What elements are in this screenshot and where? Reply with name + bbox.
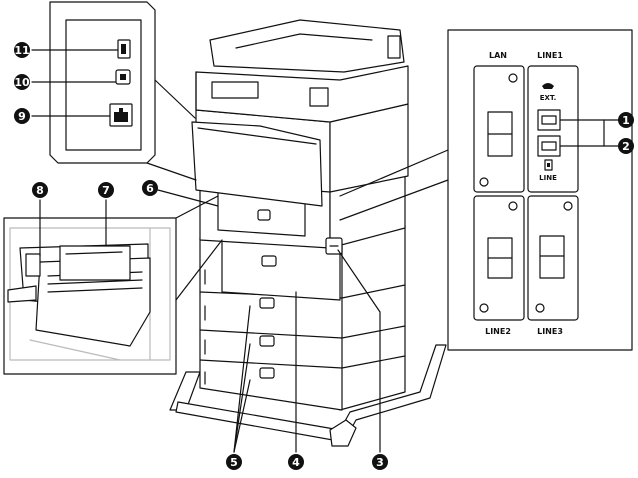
svg-text:1: 1 bbox=[622, 114, 630, 127]
output-tray-door bbox=[191, 121, 323, 207]
callout-8: 8 bbox=[32, 182, 48, 198]
svg-text:2: 2 bbox=[622, 140, 630, 153]
callout-7: 7 bbox=[98, 182, 114, 198]
line3-label: LINE3 bbox=[537, 327, 563, 336]
callout-4: 4 bbox=[288, 454, 304, 470]
callout-3: 3 bbox=[372, 454, 388, 470]
tray-handle bbox=[259, 297, 275, 309]
svg-text:7: 7 bbox=[102, 184, 110, 197]
telephone-icon bbox=[542, 83, 554, 89]
cover-inset bbox=[3, 195, 223, 375]
callout-2: 2 bbox=[618, 138, 634, 154]
cover-latch bbox=[25, 253, 41, 277]
maintenance-box bbox=[59, 245, 131, 281]
line-label: LINE bbox=[539, 174, 557, 182]
tray-handle bbox=[259, 367, 275, 379]
svg-text:11: 11 bbox=[14, 44, 29, 57]
callout-11: 11 bbox=[14, 42, 30, 58]
usb-a-port-icon bbox=[117, 39, 131, 59]
svg-text:9: 9 bbox=[18, 110, 26, 123]
paper-cassette-4 bbox=[221, 239, 341, 301]
svg-text:4: 4 bbox=[292, 456, 300, 469]
callout-9: 9 bbox=[14, 108, 30, 124]
svg-text:8: 8 bbox=[36, 184, 44, 197]
ext-label: EXT. bbox=[540, 94, 557, 102]
printer bbox=[169, 19, 447, 447]
callout-6: 6 bbox=[142, 180, 158, 196]
callout-10: 10 bbox=[14, 74, 30, 90]
line2-label: LINE2 bbox=[485, 327, 511, 336]
line1-label: LINE1 bbox=[537, 51, 563, 60]
svg-text:10: 10 bbox=[14, 76, 30, 89]
svg-text:3: 3 bbox=[376, 456, 384, 469]
port-inset bbox=[31, 1, 197, 181]
usb-b-port-icon bbox=[115, 69, 131, 85]
callout-5: 5 bbox=[226, 454, 242, 470]
callout-1: 1 bbox=[618, 112, 634, 128]
phone-jack-icon bbox=[544, 159, 553, 171]
adf bbox=[209, 19, 405, 73]
callout-leaders bbox=[39, 189, 381, 453]
ethernet-port-icon bbox=[109, 103, 133, 127]
lan-label: LAN bbox=[489, 51, 507, 60]
svg-text:5: 5 bbox=[230, 456, 238, 469]
svg-text:6: 6 bbox=[146, 182, 154, 195]
fax-panel: LAN LINE1 LINE2 LINE3 EXT. LINE bbox=[339, 29, 633, 351]
tray-handle bbox=[259, 335, 275, 347]
tray-handle bbox=[261, 255, 277, 267]
